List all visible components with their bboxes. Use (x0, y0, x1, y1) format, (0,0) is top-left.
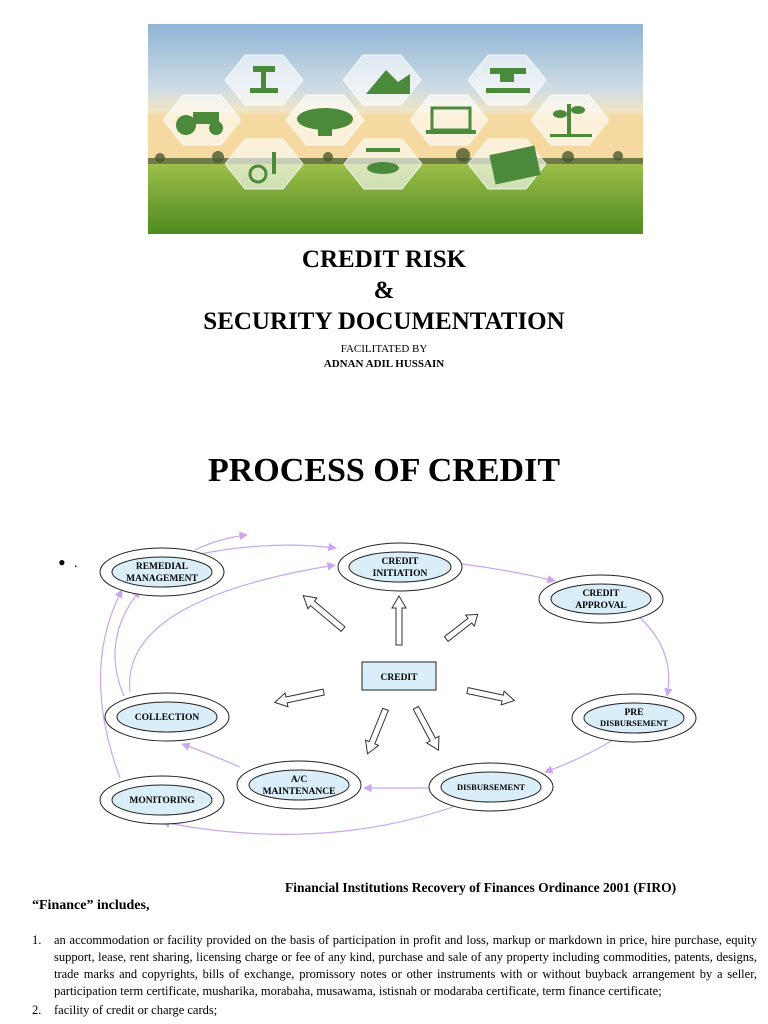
center-credit-label: CREDIT (381, 673, 419, 683)
svg-text:CREDIT: CREDIT (583, 589, 621, 599)
list-item-text: facility of credit or charge cards; (54, 1003, 218, 1017)
node-remedial-management: REMEDIAL MANAGEMENT (99, 547, 225, 597)
tractor-icon (176, 115, 196, 135)
flow-arrow (129, 562, 336, 693)
agritech-banner-image (148, 24, 643, 234)
finance-definition-list: 1. an accommodation or facility provided… (32, 932, 757, 1021)
list-item-number: 2. (32, 1003, 42, 1017)
svg-text:MANAGEMENT: MANAGEMENT (126, 574, 198, 584)
credit-process-diagram: CREDIT CREDIT INITIATION CREDIT APPROVAL… (99, 531, 697, 835)
svg-text:REMEDIAL: REMEDIAL (136, 562, 188, 572)
section-title: PROCESS OF CREDIT (207, 452, 561, 489)
tablet-icon (489, 145, 541, 185)
node-collection: COLLECTION (104, 692, 230, 742)
svg-text:DISBURSEMENT: DISBURSEMENT (457, 782, 525, 792)
flow-arrow (544, 735, 621, 774)
facilitated-by-label: FACILITATED BY (340, 343, 428, 355)
svg-text:DISBURSEMENT: DISBURSEMENT (600, 718, 668, 728)
firo-title: Financial Institutions Recovery of Finan… (285, 880, 677, 895)
node-credit-initiation: CREDIT INITIATION (337, 542, 463, 592)
svg-text:CREDIT: CREDIT (382, 557, 420, 567)
center-arrow (412, 705, 440, 752)
svg-text:MONITORING: MONITORING (129, 796, 195, 806)
bullet-text: . (74, 556, 78, 571)
center-arrow (443, 613, 479, 643)
flow-arrow (181, 742, 241, 768)
svg-text:MAINTENANCE: MAINTENANCE (263, 787, 336, 797)
svg-text:PRE: PRE (625, 708, 644, 718)
doc-title-line2: & (373, 277, 395, 304)
finance-includes-heading: “Finance” includes, (32, 898, 150, 913)
svg-text:INITIATION: INITIATION (373, 569, 428, 579)
flow-arrow (461, 563, 556, 584)
center-arrow (302, 595, 346, 633)
list-item: 1. an accommodation or facility provided… (32, 932, 757, 1000)
doc-title-line3: SECURITY DOCUMENTATION (203, 308, 565, 335)
svg-text:A/C: A/C (291, 775, 308, 785)
center-arrow (273, 688, 325, 708)
list-item: 2. facility of credit or charge cards; (32, 1002, 757, 1019)
svg-text:COLLECTION: COLLECTION (135, 713, 200, 723)
drone-icon (490, 68, 526, 74)
title-block: CREDIT RISK & SECURITY DOCUMENTATION FAC… (0, 244, 768, 370)
flow-arrow (199, 542, 337, 555)
sprinkler-icon (253, 66, 275, 72)
list-item-number: 1. (32, 933, 42, 947)
flow-arrow (194, 531, 248, 551)
magnifier-icon (248, 164, 268, 184)
node-ac-maintenance: A/C MAINTENANCE (236, 760, 362, 810)
node-pre-disbursement: PRE DISBURSEMENT (571, 693, 697, 743)
node-credit-approval: CREDIT APPROVAL (538, 574, 664, 624)
bullet-icon: • (58, 550, 66, 575)
wheat-icon (366, 148, 400, 152)
center-arrow (391, 595, 407, 646)
flow-arrow (637, 615, 673, 697)
node-monitoring: MONITORING (99, 775, 225, 825)
hills-icon (366, 70, 410, 94)
flow-arrow (161, 799, 473, 835)
node-disbursement: DISBURSEMENT (428, 762, 554, 812)
list-item-text: an accommodation or facility provided on… (54, 933, 757, 998)
facilitator-name: ADNAN ADIL HUSSAIN (323, 358, 445, 370)
hexagon-tile (224, 138, 304, 190)
flow-arrow (99, 589, 123, 779)
center-arrow (364, 707, 389, 755)
flow-arrow (114, 589, 141, 697)
banner-illustration (148, 24, 643, 234)
svg-text:APPROVAL: APPROVAL (575, 601, 627, 611)
center-credit-box (361, 661, 437, 691)
cloud-icon (297, 108, 353, 130)
doc-title-line1: CREDIT RISK (301, 246, 467, 273)
plant-icon (567, 104, 571, 134)
center-arrow (466, 687, 516, 706)
